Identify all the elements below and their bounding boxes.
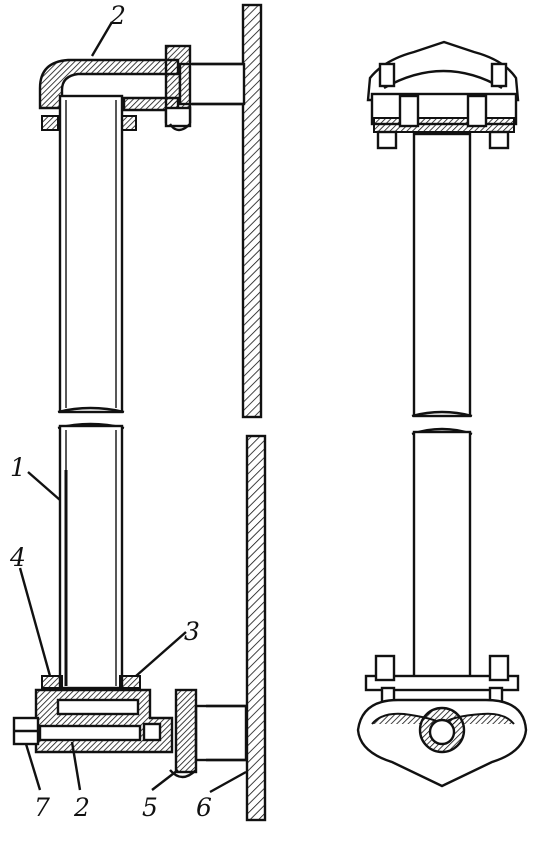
label-flange-nut: 5: [142, 793, 158, 822]
label-pipe: 1: [10, 453, 26, 482]
front-view: [356, 40, 528, 788]
bottom-elbow: [12, 688, 248, 779]
pipe-upper: [57, 94, 125, 414]
label-bolt: 7: [34, 793, 50, 822]
pipe-lower: [57, 422, 125, 690]
wall-upper: [241, 3, 263, 419]
leader-lines: [18, 21, 247, 794]
bottom-gaskets: [41, 675, 141, 689]
label-gasket: 4: [9, 543, 26, 572]
top-elbow: [38, 44, 246, 132]
front-pipe-lower: [411, 427, 473, 686]
wall-lower: [245, 434, 267, 822]
section-view: 2 1 4 3 7 2 5 6: [9, 1, 267, 822]
front-pipe-upper: [411, 132, 473, 418]
front-top-fitting: [366, 40, 520, 150]
label-flange: 3: [184, 617, 200, 646]
front-bottom-fitting: [356, 654, 528, 788]
label-elbow-bottom: 2: [73, 793, 90, 822]
label-elbow-top: 2: [109, 1, 126, 30]
label-wall: 6: [196, 793, 212, 822]
